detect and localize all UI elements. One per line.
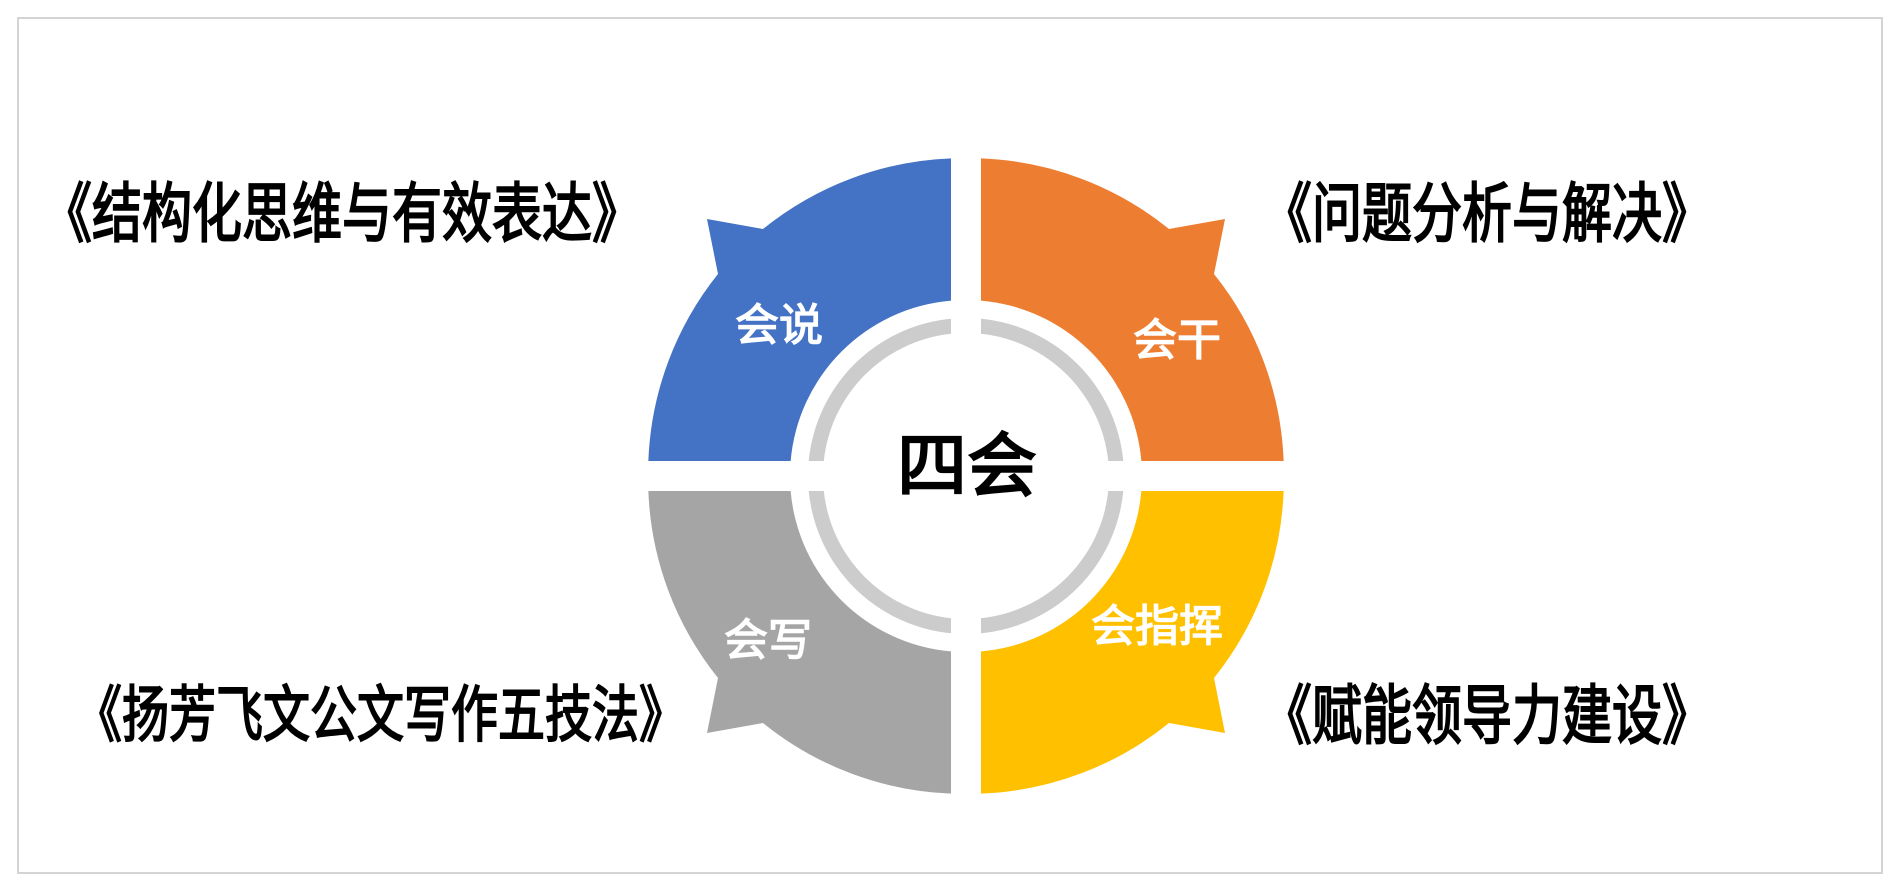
slide-frame [17, 17, 1883, 874]
center-title: 四会 [897, 425, 1037, 507]
quadrant-write [648, 491, 951, 794]
quadrant-command [981, 491, 1284, 794]
book-title-structured-thinking: 《结构化思维与有效表达》 [42, 176, 642, 252]
inner-ring-segment [981, 318, 1124, 461]
inner-ring-segment [981, 491, 1124, 634]
book-title-problem-solving: 《问题分析与解决》 [1262, 176, 1712, 252]
inner-ring-segment [808, 491, 951, 634]
quadrant-label-command: 会指挥 [1091, 601, 1223, 652]
quadrant-do [981, 158, 1284, 461]
inner-ring-segment [808, 318, 951, 461]
quadrant-speak [648, 158, 951, 461]
book-title-leadership: 《赋能领导力建设》 [1262, 678, 1712, 754]
quadrant-label-speak: 会说 [735, 300, 823, 351]
book-title-official-writing: 《扬芳飞文公文写作五技法》 [75, 680, 686, 752]
quadrant-label-do: 会干 [1133, 315, 1221, 366]
quadrant-label-write: 会写 [724, 615, 812, 666]
